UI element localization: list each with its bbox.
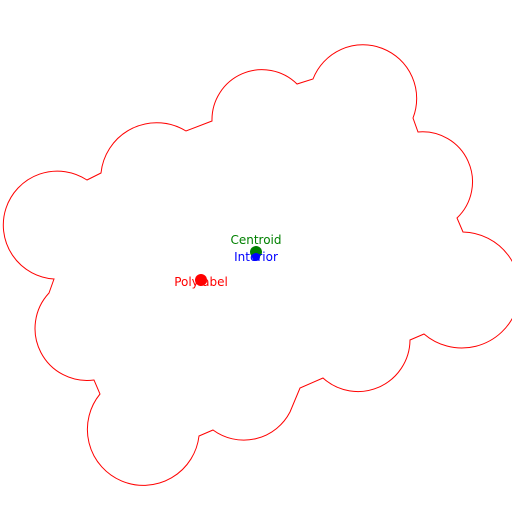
interior-label: Interior	[234, 250, 278, 264]
polylabel-label: Polylabel	[174, 275, 228, 289]
polylabel-dot	[195, 274, 207, 286]
centroid-label: Centroid	[230, 233, 281, 247]
interior-dot	[252, 253, 260, 261]
interior-marker: Interior	[234, 250, 278, 264]
cloud-polygon-outline	[2, 44, 512, 486]
polylabel-marker: Polylabel	[174, 274, 228, 289]
